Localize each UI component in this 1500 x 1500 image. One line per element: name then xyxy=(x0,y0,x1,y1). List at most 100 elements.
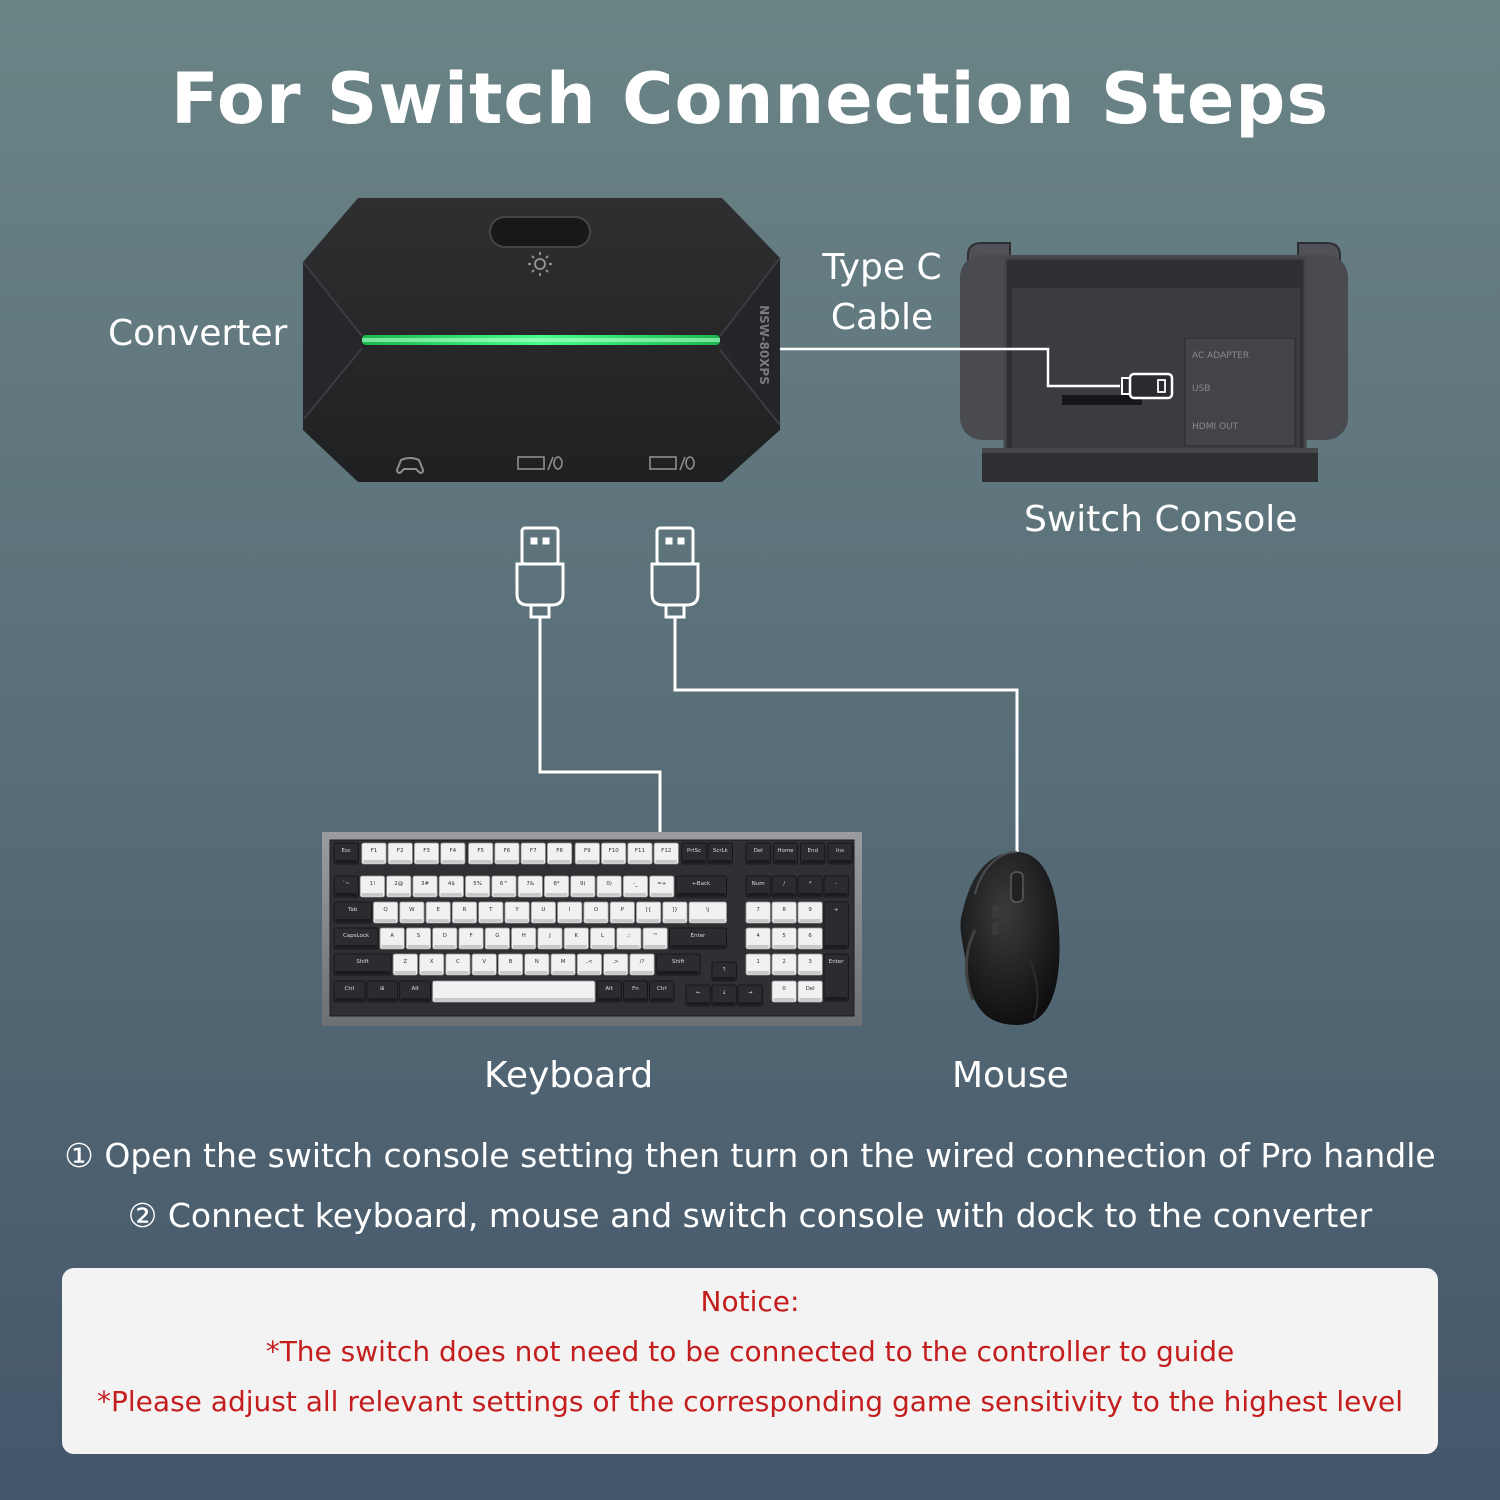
step-1-text: ① Open the switch console setting then t… xyxy=(64,1136,1436,1175)
keyboard-key: Num xyxy=(745,875,771,898)
usb-c-connector-icon xyxy=(1121,372,1174,400)
key-label: Y xyxy=(514,907,519,913)
dock-label-ac: AC ADAPTER xyxy=(1192,351,1249,361)
keyboard-key: 2@ xyxy=(386,875,412,898)
key-label: ↓ xyxy=(722,989,727,996)
key-label: P xyxy=(621,907,625,913)
keyboard-key: F5 xyxy=(468,842,494,865)
keyboard-key: F6 xyxy=(494,842,520,865)
keyboard-key: PrtSc xyxy=(681,842,707,865)
keyboard-key: =+ xyxy=(649,875,675,898)
keyboard-key: -_ xyxy=(622,875,648,898)
key-label: 0) xyxy=(606,881,612,887)
key-label: Shift xyxy=(672,959,685,965)
key-label: Ctrl xyxy=(657,986,667,992)
key-label: W xyxy=(409,907,415,913)
keyboard-key: F2 xyxy=(387,842,413,865)
key-label: \| xyxy=(706,907,710,913)
keyboard-key: Enter xyxy=(823,953,849,1002)
key-label: 6 xyxy=(808,933,812,939)
keyboard-key: F11 xyxy=(627,842,653,865)
keyboard-key: Shift xyxy=(333,953,392,976)
key-label: =+ xyxy=(657,881,667,887)
keyboard-key: 7& xyxy=(517,875,543,898)
key-label: I xyxy=(569,907,571,913)
key-label: O xyxy=(594,907,599,913)
keyboard-key: / xyxy=(771,875,797,898)
keyboard-key: → xyxy=(737,984,763,1007)
keyboard-key: F9 xyxy=(574,842,600,865)
key-label: 5 xyxy=(782,933,786,939)
key-label: D xyxy=(443,933,447,939)
key-label: ScrLk xyxy=(713,848,729,854)
key-label: C xyxy=(456,959,460,965)
keyboard-key: 0 xyxy=(771,980,797,1003)
key-label: - xyxy=(835,881,837,887)
keyboard-key: .> xyxy=(603,953,629,976)
keyboard-key: Home xyxy=(772,842,798,865)
keyboard-key: \| xyxy=(688,901,727,924)
keyboard-key: R xyxy=(451,901,478,924)
key-label: Home xyxy=(777,848,794,854)
key-label: Fn xyxy=(632,986,639,992)
keyboard-key: U xyxy=(530,901,556,924)
type-c-cable-label: Type C Cable xyxy=(822,243,942,343)
key-label: -_ xyxy=(633,881,638,887)
key-label: → xyxy=(748,990,753,996)
key-label: F12 xyxy=(661,848,671,854)
gamepad-port-icon xyxy=(395,457,425,475)
type-c-label-line1: Type C xyxy=(822,247,942,288)
keyboard-key: 6^ xyxy=(491,875,517,898)
key-label: N xyxy=(535,959,539,965)
key-label: 9 xyxy=(808,907,812,913)
keyboard-key: 0) xyxy=(596,875,622,898)
key-label: F2 xyxy=(397,848,404,854)
keyboard-key: F3 xyxy=(413,842,440,865)
keyboard-key: CapsLock xyxy=(333,927,379,950)
keyboard-key: Ctrl xyxy=(649,980,675,1003)
keyboard-key: Del xyxy=(797,980,823,1003)
dock-label-usb: USB xyxy=(1192,384,1210,394)
keyboard-key: ;: xyxy=(616,927,642,950)
keyboard-key: ← xyxy=(685,984,711,1007)
step-2-text: ② Connect keyboard, mouse and switch con… xyxy=(127,1196,1373,1235)
keyboard-key: Alt xyxy=(399,980,432,1003)
keyboard-key: D xyxy=(432,927,458,950)
key-label: Ins xyxy=(836,848,844,854)
key-label: ;: xyxy=(627,933,631,939)
key-label: S xyxy=(417,933,421,939)
keyboard-mouse-port-icon-1 xyxy=(517,456,563,471)
keyboard-key: X xyxy=(419,953,445,976)
key-label: V xyxy=(482,959,486,965)
key-label: 7 xyxy=(756,907,760,913)
key-label: CapsLock xyxy=(343,933,370,939)
key-label: ←Back xyxy=(692,881,711,887)
key-label: B xyxy=(509,959,513,965)
key-label: Alt xyxy=(605,986,613,992)
keyboard-key: Enter xyxy=(668,927,727,950)
keyboard-key: F10 xyxy=(601,842,627,865)
keyboard-key: Fn xyxy=(622,980,648,1003)
usb-connector-mouse xyxy=(650,526,700,619)
key-label: Ctrl xyxy=(345,986,355,992)
keyboard-key: Ins xyxy=(827,842,853,865)
key-label: ,< xyxy=(586,959,593,965)
key-label: F6 xyxy=(504,848,511,854)
key-label: 8 xyxy=(782,907,786,913)
key-label: ]} xyxy=(672,907,678,913)
key-label: [{ xyxy=(646,907,652,913)
keyboard-key: H xyxy=(511,927,537,950)
key-label: F5 xyxy=(477,848,484,854)
key-label: 4 xyxy=(756,933,760,939)
keyboard-key: Z xyxy=(392,953,418,976)
switch-dock: AC ADAPTER USB HDMI OUT xyxy=(960,242,1348,482)
keyboard-key: ,< xyxy=(576,953,602,976)
light-icon xyxy=(528,252,552,276)
key-label: F11 xyxy=(635,848,645,854)
keyboard-key: Del xyxy=(745,842,771,865)
keyboard-label: Keyboard xyxy=(484,1055,654,1096)
key-label: X xyxy=(430,959,434,965)
key-label: Z xyxy=(403,959,407,965)
keyboard-key: 1! xyxy=(359,875,385,898)
